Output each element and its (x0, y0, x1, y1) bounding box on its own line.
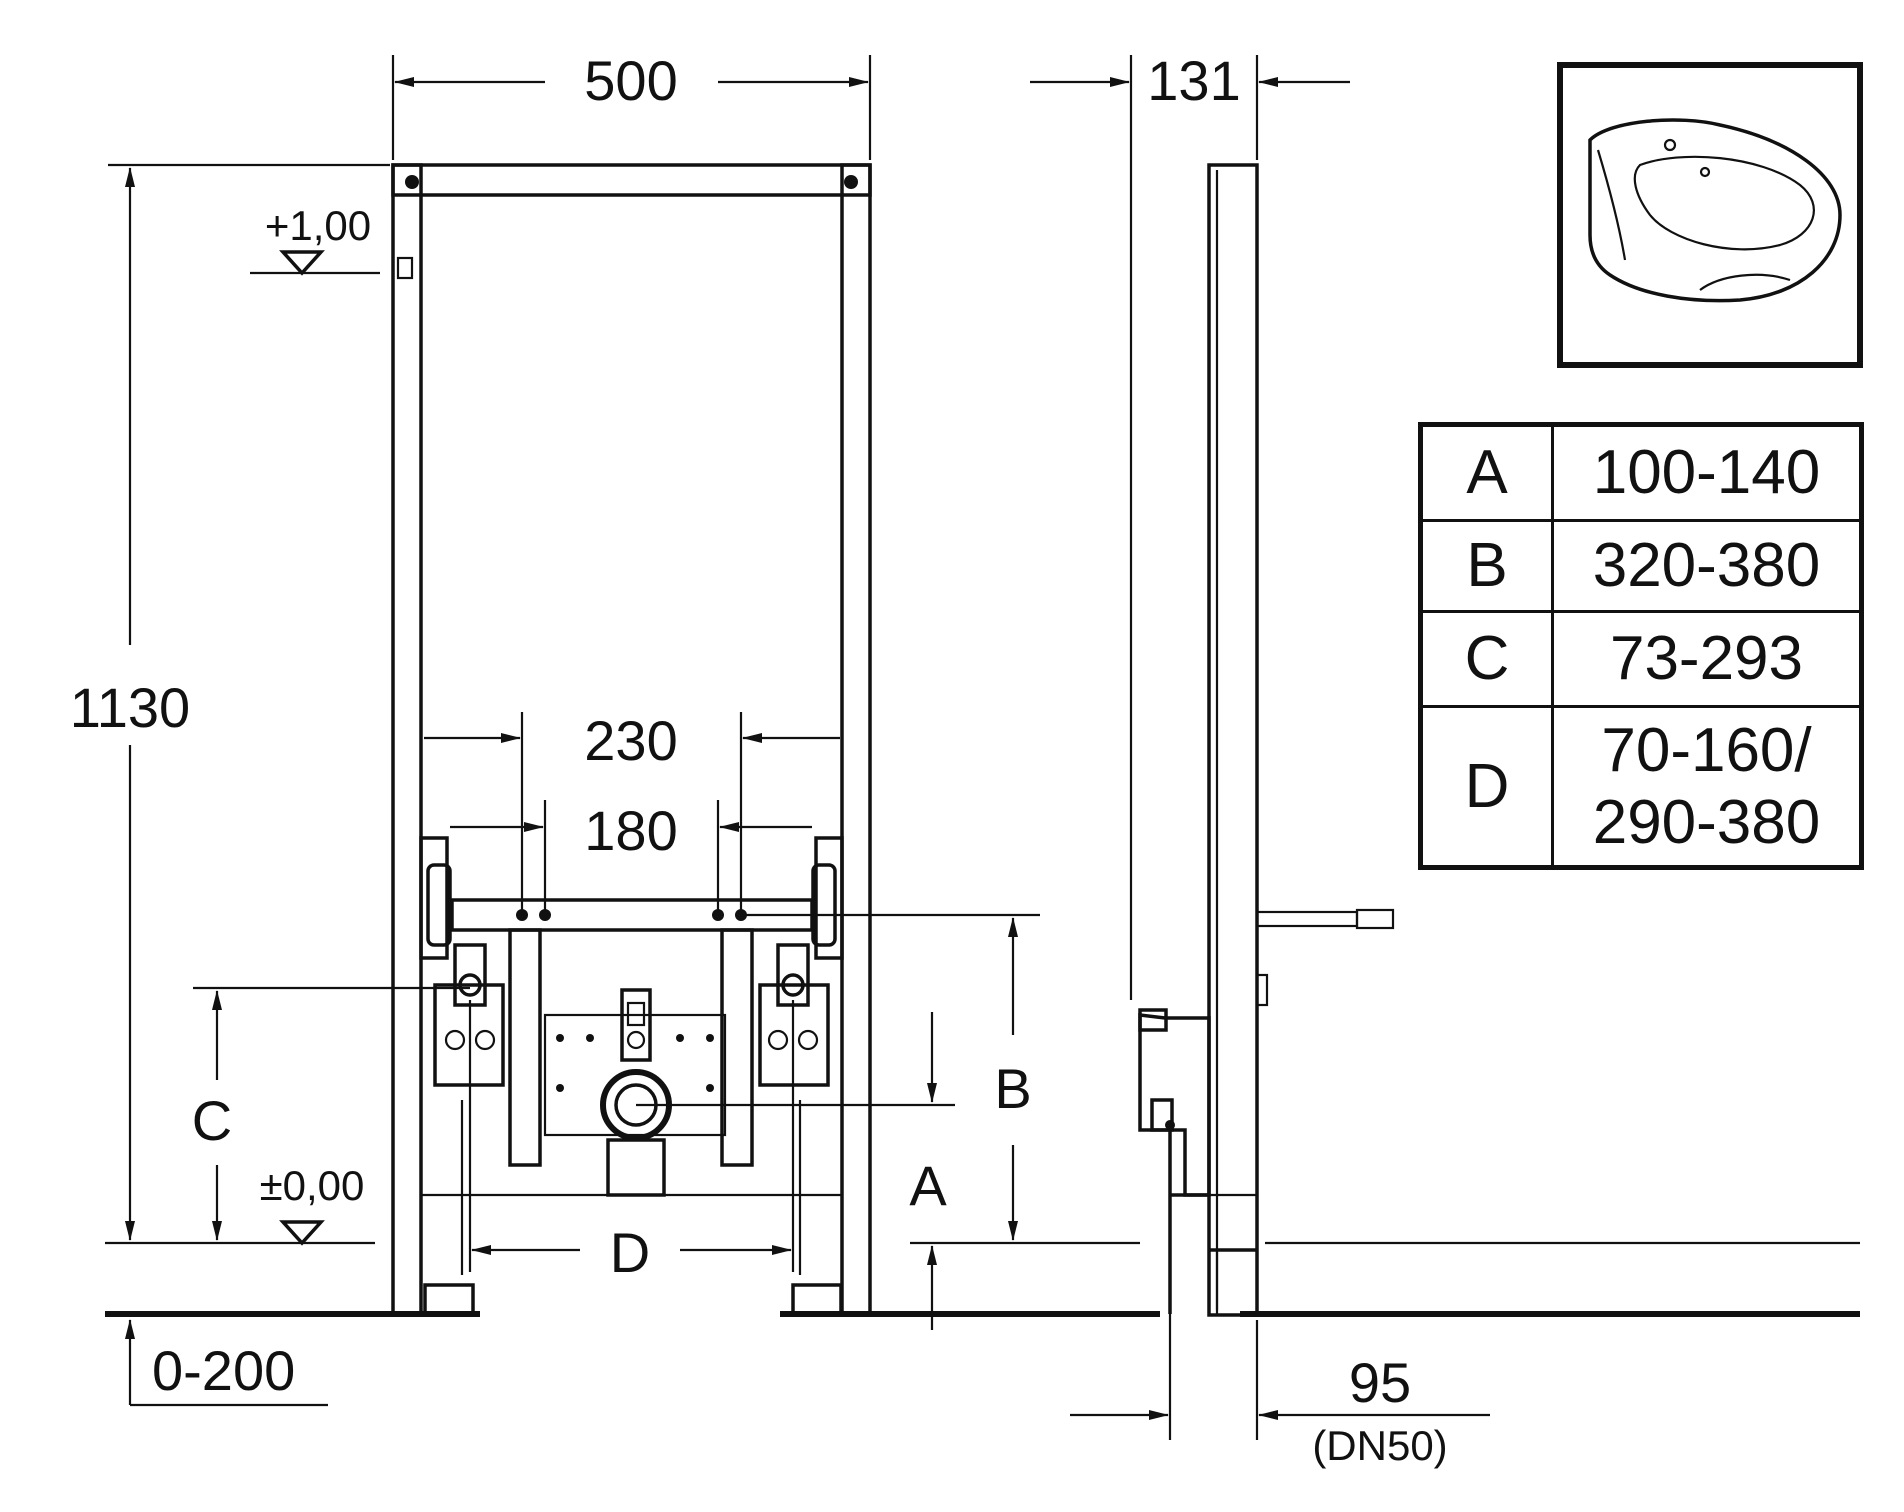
table-value: 73-293 (1609, 624, 1804, 693)
spacing-inner-label: 180 (584, 799, 677, 862)
dim-c-label: C (192, 1089, 232, 1152)
dim-a: A (636, 1012, 955, 1330)
dim-b-label: B (994, 1057, 1031, 1120)
depth-label: 131 (1147, 49, 1240, 112)
drain-label: 95 (1349, 1351, 1411, 1414)
floor-adjust-label: 0-200 (152, 1339, 295, 1402)
dim-d-label: D (610, 1221, 650, 1284)
spacing-outer-label: 230 (584, 709, 677, 772)
table-key: C (1423, 613, 1554, 705)
dim-floor-adjust: 0-200 (125, 1319, 328, 1407)
dim-a-label: A (909, 1154, 947, 1217)
dim-1130: 1130 (70, 163, 390, 1241)
wall-hung-bidet-icon (1588, 118, 1842, 303)
table-value-secondary: 290-380 (1592, 788, 1821, 857)
dim-c: C (192, 986, 470, 1241)
front-frame (391, 163, 872, 1317)
width-label: 500 (584, 49, 677, 112)
dim-95: 95 (DN50) (1070, 1200, 1490, 1469)
level-top: +1,00 (250, 202, 380, 276)
dimension-table: A 100-140 B 320-380 C 73-293 D 70-160/ 2… (1418, 422, 1864, 870)
table-row: A 100-140 (1423, 427, 1859, 522)
side-view (1138, 163, 1395, 1317)
height-label: 1130 (70, 676, 190, 739)
dim-d: D (468, 1000, 795, 1284)
table-key: D (1423, 708, 1554, 865)
table-key: A (1423, 427, 1554, 519)
drain-sub-label: (DN50) (1312, 1422, 1447, 1469)
bidet-thumbnail (1557, 62, 1863, 368)
dim-131: 131 (1030, 49, 1350, 1000)
table-row: D 70-160/ 290-380 (1423, 708, 1859, 865)
table-value: 100-140 (1592, 438, 1821, 507)
table-row: B 320-380 (1423, 522, 1859, 613)
dim-180: 180 (450, 799, 812, 912)
floor-lines (105, 1241, 1860, 1317)
table-row: C 73-293 (1423, 613, 1859, 708)
table-value: 70-160/ (1601, 716, 1812, 785)
level-top-label: +1,00 (265, 202, 371, 249)
level-zero: ±0,00 (260, 1162, 365, 1246)
dim-500: 500 (391, 49, 872, 160)
table-key: B (1423, 522, 1554, 610)
level-zero-label: ±0,00 (260, 1162, 365, 1209)
table-value: 320-380 (1592, 531, 1821, 600)
dim-230: 230 (424, 709, 840, 912)
mounting-assembly (419, 836, 844, 1197)
dim-b: B (741, 913, 1040, 1241)
